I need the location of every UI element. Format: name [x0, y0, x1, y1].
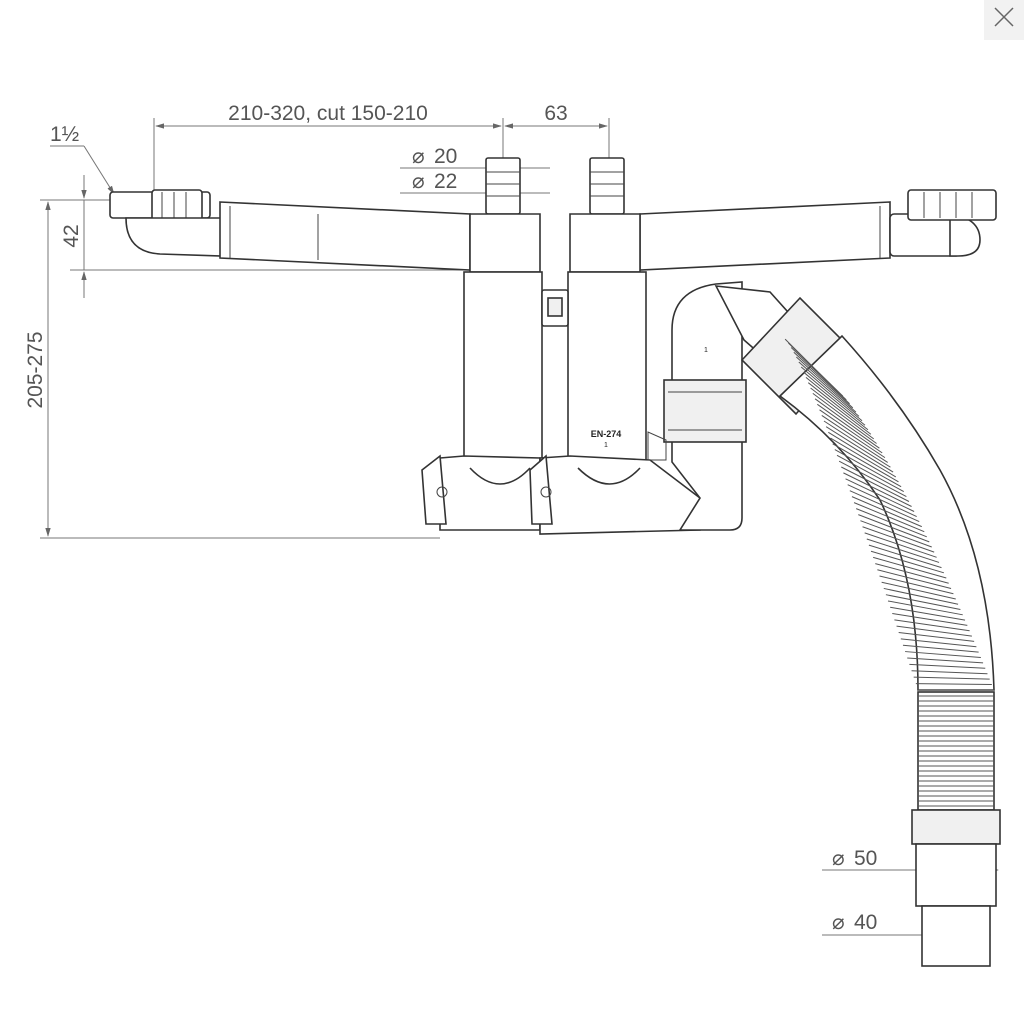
- hose-rib: [907, 657, 984, 664]
- hose-rib: [790, 347, 847, 401]
- hose-rib: [836, 454, 905, 493]
- hose-rib: [853, 502, 925, 533]
- hose-rib: [902, 644, 979, 653]
- hose-rib: [862, 526, 935, 553]
- dim-top-width: 210-320, cut 150-210: [228, 102, 428, 125]
- hose-rib: [873, 556, 947, 579]
- hose-rib: [812, 392, 875, 440]
- hose-rib: [828, 431, 894, 473]
- outlet-pipe: [911, 691, 1001, 967]
- hose-rib: [905, 651, 981, 659]
- nozzles: [485, 157, 625, 215]
- diameter-symbol: ⌀: [412, 145, 425, 168]
- hose-rib: [892, 613, 968, 626]
- hose-rib: [847, 484, 917, 517]
- hose-rib: [868, 544, 942, 569]
- hose-rib: [877, 569, 952, 589]
- dim-outlet-inner: 40: [854, 911, 877, 934]
- dimension-labels: 210-320, cut 150-210 63 ⌀ 20 ⌀ 22 1½ 42 …: [24, 102, 877, 934]
- hose-rib: [896, 625, 972, 637]
- lower-ribs: [918, 695, 994, 807]
- close-button[interactable]: [984, 0, 1024, 40]
- dim-pipe-outer-large: 22: [434, 170, 457, 193]
- hose-rib: [879, 575, 954, 595]
- diameter-symbol: ⌀: [412, 170, 425, 193]
- hose-rib: [817, 403, 880, 449]
- hose-rib: [860, 520, 932, 548]
- hose-rib: [866, 538, 940, 563]
- hose-rib: [814, 398, 877, 444]
- hose-rib: [870, 550, 945, 574]
- hose-rib: [798, 361, 857, 413]
- siphon-bend: 1: [647, 281, 747, 531]
- diameter-symbol: ⌀: [832, 847, 845, 870]
- hose-rib: [843, 472, 912, 507]
- hose-rib: [810, 387, 872, 435]
- close-icon: [994, 7, 1014, 27]
- dim-thread: 1½: [50, 123, 79, 146]
- hose-rib: [834, 449, 902, 488]
- hose-rib: [890, 606, 966, 621]
- dim-spacing: 63: [544, 102, 567, 125]
- hose-rib: [830, 437, 897, 478]
- hose-rib: [819, 409, 883, 454]
- hose-rib: [832, 443, 899, 483]
- hose-rib: [849, 490, 920, 523]
- hose-rib: [911, 670, 988, 675]
- hose-rib: [864, 532, 937, 558]
- hose-rib: [796, 356, 854, 409]
- hose-rib: [793, 351, 850, 405]
- hose-rib: [805, 377, 866, 426]
- part-number-label: 1: [704, 347, 708, 354]
- hose-rib: [881, 581, 956, 600]
- hose-rib: [858, 514, 930, 543]
- hose-rib: [855, 508, 927, 538]
- dim-height-total: 205-275: [24, 331, 47, 408]
- hose-rib: [851, 496, 922, 528]
- hose-rib: [885, 594, 961, 611]
- dim-outlet-outer: 50: [854, 847, 877, 870]
- hose-rib: [838, 460, 907, 497]
- left-overflow-arm: [109, 189, 471, 271]
- hose-rib: [915, 683, 992, 686]
- hose-rib: [894, 619, 970, 632]
- dim-height-small: 42: [60, 224, 83, 247]
- hose-rib: [803, 371, 863, 422]
- hose-rib: [909, 663, 986, 669]
- hose-rib: [823, 420, 888, 463]
- hose-rib: [800, 366, 860, 417]
- hose-rib: [900, 638, 977, 648]
- hose-rib: [821, 414, 886, 459]
- right-overflow-arm: [639, 189, 997, 271]
- part-number-label: 1: [604, 442, 608, 449]
- hose-rib: [875, 563, 949, 584]
- dim-pipe-outer-small: 20: [434, 145, 457, 168]
- diameter-symbol: ⌀: [832, 911, 845, 934]
- trap-bodies: EN-274 1: [421, 213, 701, 535]
- hose-rib: [841, 466, 910, 502]
- hose-rib: [898, 631, 975, 642]
- standard-marking: EN-274: [591, 429, 622, 439]
- dimension-lines: [40, 118, 999, 938]
- hose-rib: [807, 382, 869, 431]
- hose-ribs: [784, 338, 994, 691]
- hose-rib: [913, 676, 990, 680]
- corrugated-hose: [714, 285, 995, 691]
- hose-rib: [845, 478, 915, 512]
- hose-rib: [887, 600, 963, 616]
- hose-rib: [825, 426, 891, 468]
- hose-rib: [883, 587, 959, 605]
